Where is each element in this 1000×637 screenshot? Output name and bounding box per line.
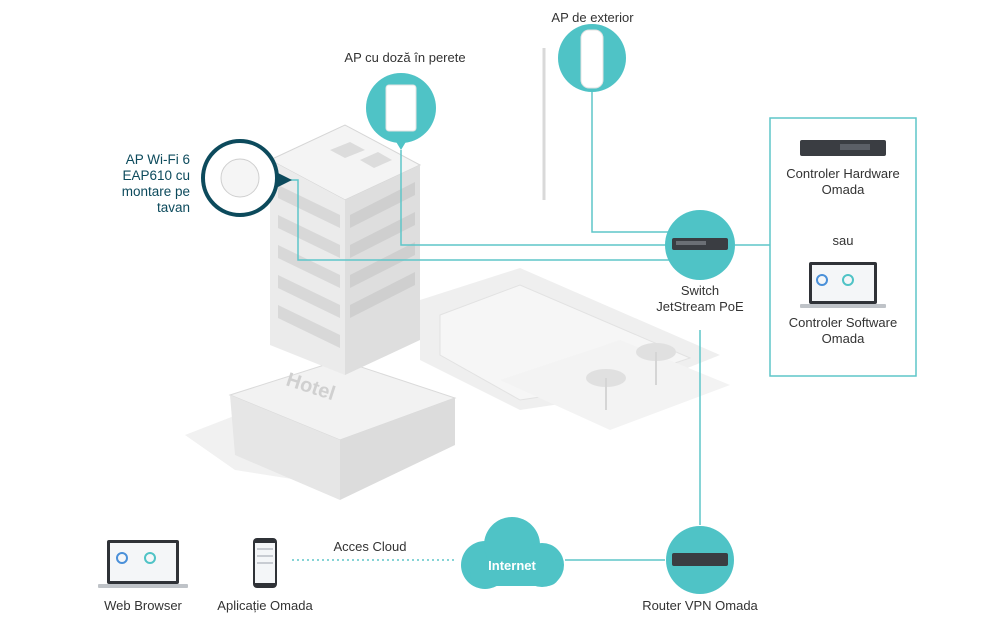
sw-controller-label-line: Controler Software [788,315,898,330]
ceiling-ap-label-line: montare pe [121,184,190,199]
internet-label: Internet [488,558,536,573]
ceiling-ap-label-line: tavan [156,200,190,215]
switch-icon [665,210,735,280]
switch-label: Switch JetStream PoE [640,283,760,315]
laptop-browser-icon [98,540,188,588]
hardware-controller-icon [800,140,886,156]
umbrella-icon [586,343,676,410]
connection-lines [290,92,917,561]
hw-controller-label: Controler Hardware Omada [773,166,913,198]
or-label: sau [832,233,854,248]
ceiling-ap-label: AP Wi-Fi 6 EAP610 cu montare pe tavan [110,152,190,216]
pool-area [420,268,730,430]
sw-controller-label: Controler Software Omada [773,315,913,347]
router-icon [666,526,734,594]
ceiling-ap-label-line: AP Wi-Fi 6 [125,152,190,167]
router-label: Router VPN Omada [642,598,758,613]
cloud-access-label: Acces Cloud [333,539,407,554]
outdoor-ap-label: AP de exterior [551,10,634,25]
ceiling-ap-label-line: EAP610 cu [122,168,190,183]
hw-controller-label-line: Controler Hardware [786,166,900,181]
web-browser-label: Web Browser [104,598,182,613]
laptop-icon [800,262,886,308]
omada-app-label: Aplicație Omada [217,598,313,613]
outdoor-ap-icon [558,24,626,92]
cloud-icon: Internet [461,517,564,589]
wall-plate-ap-icon [366,73,436,150]
smartphone-icon [253,538,277,588]
switch-label-line: Switch [680,283,720,298]
wall-ap-label: AP cu doză în perete [344,50,466,65]
hotel-building: Hotel [185,124,457,500]
ceiling-ap-icon [201,139,292,217]
switch-label-line: JetStream PoE [656,299,744,314]
sw-controller-label-line: Omada [821,331,865,346]
hw-controller-label-line: Omada [821,182,865,197]
